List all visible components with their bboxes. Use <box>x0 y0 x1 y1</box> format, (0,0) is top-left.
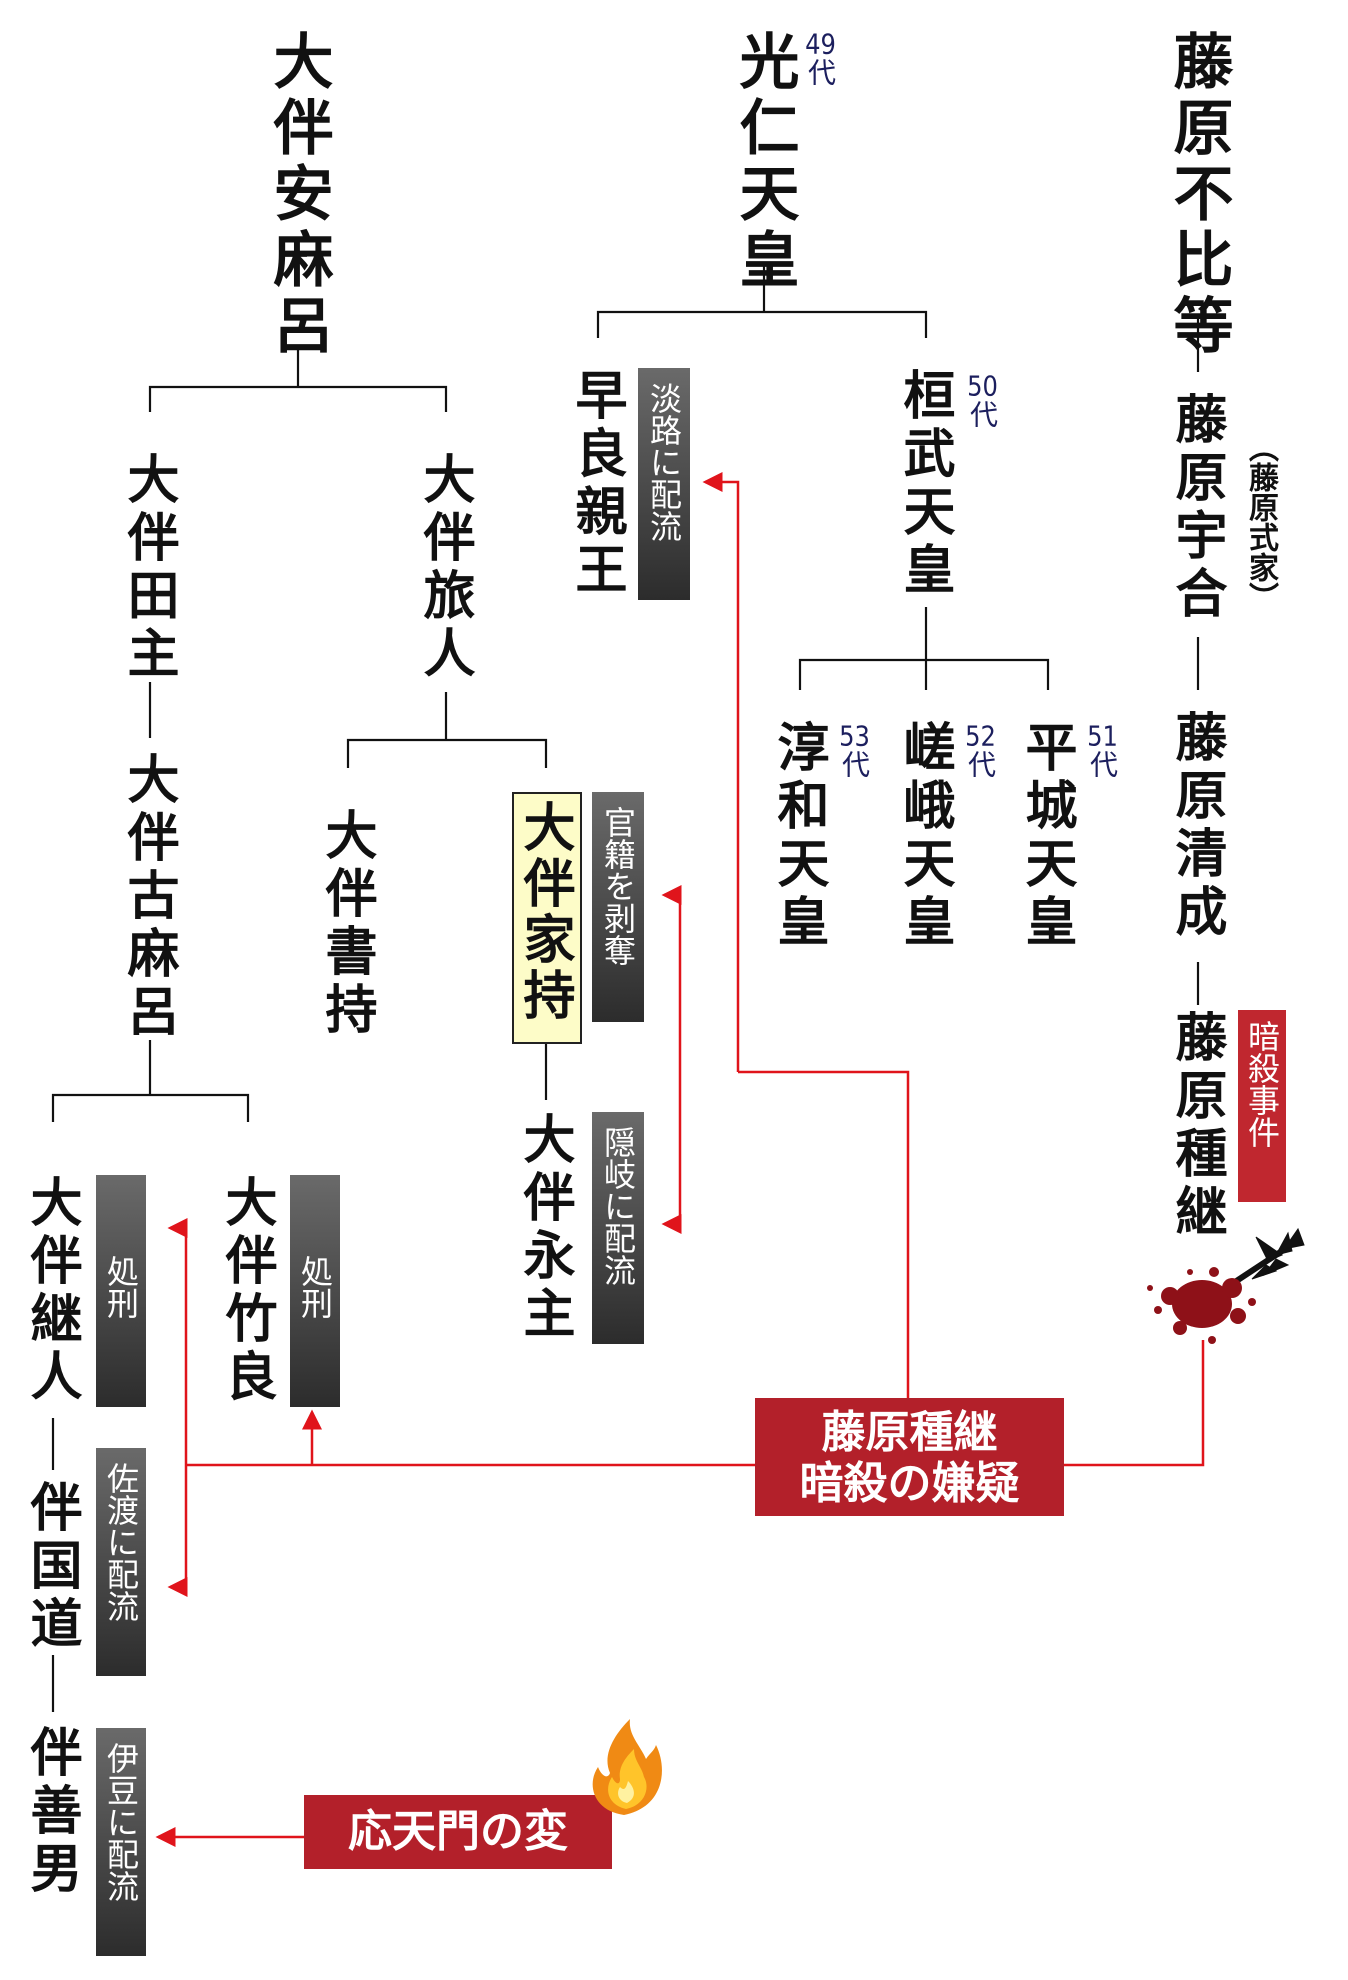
subtitle-shikike: （藤原式家） <box>1243 432 1278 612</box>
fire-icon <box>592 1719 662 1815</box>
highlight-box <box>512 792 582 1044</box>
person-otomo-tabito: 大伴旅人 <box>414 452 475 684</box>
tag-nagamochi: 隠岐に配流 <box>592 1112 644 1344</box>
person-otomo-tanushi: 大伴田主 <box>118 452 179 684</box>
tag-sawara: 淡路に配流 <box>638 368 690 600</box>
person-kanmu: 桓武天皇 <box>894 368 955 600</box>
person-junna: 淳和天皇 <box>768 720 829 952</box>
person-otomo-nagamochi: 大伴永主 <box>514 1112 575 1344</box>
person-kiyonari: 藤原清成 <box>1166 710 1227 942</box>
person-otomo-tsuguhito: 大伴継人 <box>21 1175 82 1407</box>
tag-yakamochi: 官籍を剥奪 <box>592 792 644 1022</box>
generation-konin: 49代 <box>804 30 837 86</box>
incident-otenmon: 応天門の変 <box>304 1795 612 1869</box>
generation-kanmu: 50代 <box>966 372 999 428</box>
person-otomo-komaro: 大伴古麻呂 <box>118 752 179 1042</box>
person-saga: 嵯峨天皇 <box>894 720 955 952</box>
person-otomo-yakamochi: 大伴家持 <box>514 800 575 1024</box>
person-umakai: 藤原宇合 <box>1166 392 1227 624</box>
person-konin: 光仁天皇 <box>729 30 799 294</box>
blood-splatter-icon <box>1147 1267 1256 1344</box>
tag-kunimichi: 佐渡に配流 <box>96 1448 146 1676</box>
person-otomo-yasumaro: 大伴安麻呂 <box>263 30 333 360</box>
tag-yoshio: 伊豆に配流 <box>96 1728 146 1956</box>
person-tomo-yoshio: 伴善男 <box>21 1725 82 1899</box>
person-tanetsugu: 藤原種継 <box>1166 1010 1227 1242</box>
incident-tanetsugu-assassination: 藤原種継 暗殺の嫌疑 <box>755 1398 1064 1516</box>
person-heizei: 平城天皇 <box>1016 720 1077 952</box>
person-sawara: 早良親王 <box>566 368 627 600</box>
person-otomo-fumimochi: 大伴書持 <box>316 808 377 1040</box>
person-otomo-takeyoshi: 大伴竹良 <box>216 1175 277 1407</box>
generation-heizei: 51代 <box>1086 722 1119 778</box>
generation-junna: 53代 <box>838 722 871 778</box>
person-fuhito: 藤原不比等 <box>1163 30 1233 360</box>
generation-saga: 52代 <box>964 722 997 778</box>
tag-takeyoshi: 処刑 <box>290 1175 340 1407</box>
tag-tanetsugu: 暗殺事件 <box>1238 1010 1286 1202</box>
tag-tsuguhito: 処刑 <box>96 1175 146 1407</box>
person-tomo-kunimichi: 伴国道 <box>21 1480 82 1654</box>
